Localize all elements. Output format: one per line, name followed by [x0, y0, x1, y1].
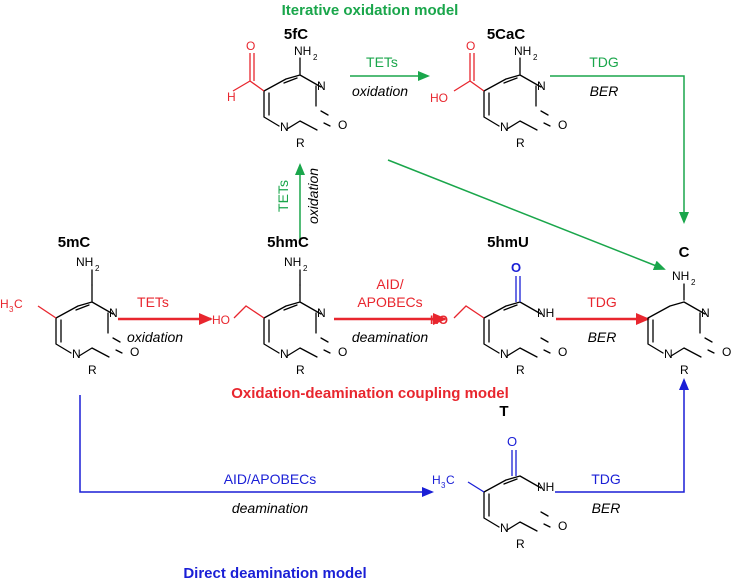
compound-name-5CaC: 5CaC — [487, 26, 526, 43]
label-tdg-5CaC-C: TDG — [589, 54, 619, 70]
label-tets-5fC-5CaC: TETs — [366, 54, 398, 70]
svg-text:NH: NH — [76, 255, 93, 269]
svg-text:R: R — [516, 363, 525, 377]
structure-5hmU: 5hmU O NH O N R HO — [430, 234, 567, 377]
compound-name-T: T — [499, 403, 508, 420]
svg-text:O: O — [511, 260, 521, 275]
svg-text:C: C — [14, 297, 23, 311]
svg-text:O: O — [338, 345, 347, 359]
svg-text:N: N — [664, 347, 673, 361]
svg-text:2: 2 — [95, 264, 100, 273]
svg-text:N: N — [500, 120, 509, 134]
label-tets-5hmC-5fC: TETs — [275, 180, 291, 212]
svg-text:NH: NH — [294, 44, 311, 58]
svg-text:N: N — [109, 306, 118, 320]
label-aid-apobecs-5mC-T: AID/APOBECs — [224, 471, 317, 487]
svg-text:NH: NH — [672, 269, 689, 283]
compound-name-5mC: 5mC — [58, 234, 91, 251]
svg-text:N: N — [500, 521, 509, 535]
svg-text:R: R — [88, 363, 97, 377]
svg-text:O: O — [130, 345, 139, 359]
label-tdg-5hmU-C: TDG — [587, 294, 617, 310]
svg-text:O: O — [507, 434, 517, 449]
svg-text:O: O — [722, 345, 731, 359]
svg-text:O: O — [338, 118, 347, 132]
svg-text:O: O — [466, 39, 475, 53]
svg-text:N: N — [500, 347, 509, 361]
svg-text:O: O — [246, 39, 255, 53]
svg-text:H: H — [0, 297, 9, 311]
svg-text:NH: NH — [537, 480, 554, 494]
label-oxidation-5hmC-5fC: oxidation — [305, 168, 321, 224]
svg-text:R: R — [516, 136, 525, 150]
svg-text:NH: NH — [284, 255, 301, 269]
arrow-5mC-to-T — [79, 395, 434, 497]
label-aid-apobecs-line2: APOBECs — [357, 294, 422, 310]
svg-text:N: N — [537, 79, 546, 93]
iterative-model-title: Iterative oxidation model — [282, 2, 459, 19]
label-oxidation-5fC-5CaC: oxidation — [352, 83, 408, 99]
svg-text:N: N — [72, 347, 81, 361]
coupling-model-title: Oxidation-deamination coupling model — [231, 385, 509, 402]
svg-text:2: 2 — [303, 264, 308, 273]
svg-text:N: N — [280, 120, 289, 134]
label-aid-apobecs-line1: AID/ — [376, 276, 403, 292]
label-ber-T-C: BER — [592, 500, 621, 516]
svg-text:R: R — [680, 363, 689, 377]
svg-text:N: N — [317, 79, 326, 93]
compound-name-5hmC: 5hmC — [267, 234, 309, 251]
svg-text:3: 3 — [9, 305, 14, 314]
svg-text:O: O — [558, 118, 567, 132]
label-oxidation-5mC-5hmC: oxidation — [127, 329, 183, 345]
svg-text:NH: NH — [537, 306, 554, 320]
svg-text:N: N — [701, 306, 710, 320]
svg-text:R: R — [296, 136, 305, 150]
label-ber-5hmU-C: BER — [588, 329, 617, 345]
svg-text:HO: HO — [430, 91, 448, 105]
label-tets-5mC-5hmC: TETs — [137, 294, 169, 310]
label-deamination-5mC-T: deamination — [232, 500, 308, 516]
label-deamination-5hmC-5hmU: deamination — [352, 329, 428, 345]
compound-name-C: C — [679, 244, 690, 261]
label-tdg-T-C: TDG — [591, 471, 621, 487]
arrow-5fC-to-C-diagonal — [387, 159, 666, 270]
svg-text:2: 2 — [691, 278, 696, 287]
svg-text:O: O — [558, 345, 567, 359]
compound-name-5hmU: 5hmU — [487, 234, 529, 251]
svg-text:C: C — [446, 473, 455, 487]
svg-text:HO: HO — [430, 313, 448, 327]
label-ber-5CaC-C: BER — [590, 83, 619, 99]
arrow-T-to-C — [555, 378, 689, 493]
svg-text:O: O — [558, 519, 567, 533]
svg-text:NH: NH — [514, 44, 531, 58]
svg-text:N: N — [317, 306, 326, 320]
svg-text:HO: HO — [212, 313, 230, 327]
svg-text:H: H — [227, 90, 236, 104]
svg-text:R: R — [296, 363, 305, 377]
svg-text:H: H — [432, 473, 441, 487]
direct-model-title: Direct deamination model — [183, 565, 366, 581]
svg-text:2: 2 — [533, 53, 538, 62]
svg-text:2: 2 — [313, 53, 318, 62]
svg-text:N: N — [280, 347, 289, 361]
svg-text:R: R — [516, 537, 525, 551]
svg-text:3: 3 — [441, 481, 446, 490]
compound-name-5fC: 5fC — [284, 26, 308, 43]
arrow-5CaC-to-C — [550, 75, 689, 224]
